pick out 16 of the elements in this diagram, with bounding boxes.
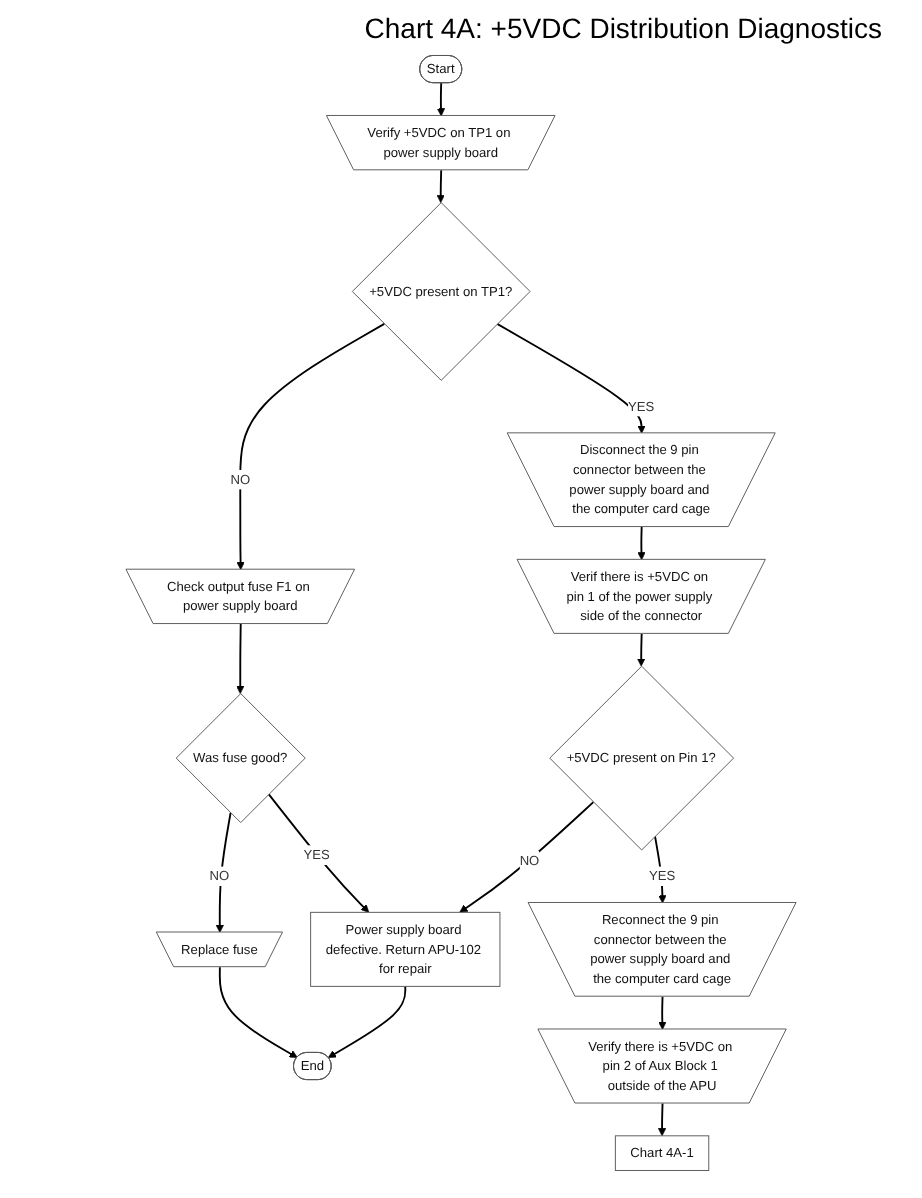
arrow <box>658 995 667 1030</box>
arrow <box>637 632 646 667</box>
arrow <box>218 966 298 1058</box>
arrow <box>436 169 445 203</box>
arrow <box>215 812 232 933</box>
arrow <box>657 1102 667 1137</box>
arrow <box>654 835 667 904</box>
arrow <box>459 801 595 913</box>
arrow <box>436 82 446 117</box>
arrow <box>496 322 646 434</box>
arrow <box>637 526 646 561</box>
chart-title: Chart 4A: +5VDC Distribution Diagnostics <box>362 10 884 48</box>
arrow <box>236 623 245 694</box>
arrow <box>236 322 386 571</box>
arrow <box>267 793 370 913</box>
arrow <box>327 985 407 1058</box>
